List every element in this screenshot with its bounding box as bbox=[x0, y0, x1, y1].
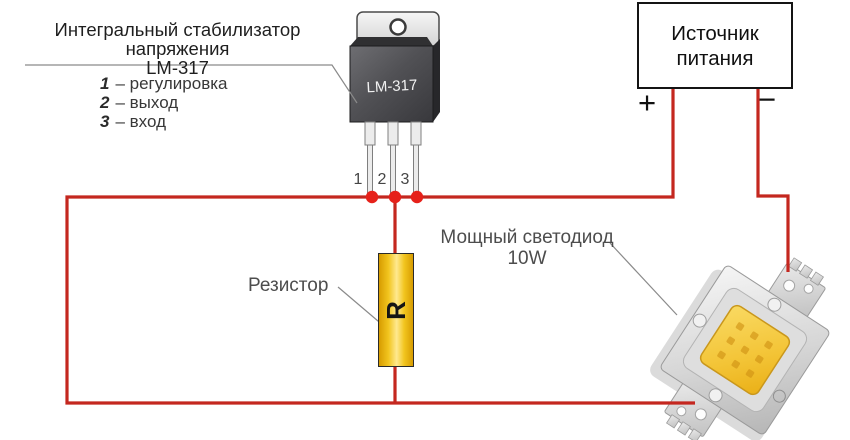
lm317-body-side-face bbox=[433, 39, 440, 122]
leader-lines bbox=[25, 64, 678, 328]
mounting-hole-icon bbox=[692, 313, 707, 328]
lm317-chip-label: LM-317 bbox=[366, 77, 418, 97]
lm317-legs bbox=[364, 121, 422, 199]
pin-number-1: 1 bbox=[354, 171, 363, 188]
pin-legend: 1 – регулировка 2– выход 3– вход bbox=[100, 74, 228, 132]
legend-num-2: 2 bbox=[100, 92, 110, 112]
title-line-1: Интегральный стабилизатор напряжения bbox=[54, 19, 301, 59]
led-terminal-negative bbox=[664, 382, 723, 440]
leader-led bbox=[609, 242, 678, 316]
legend-label-2: – выход bbox=[115, 92, 179, 112]
led-terminal-positive bbox=[767, 257, 826, 318]
power-supply-line-1: Источник bbox=[671, 21, 759, 45]
power-supply-box: Источник питания bbox=[637, 2, 793, 89]
resistor-label: Резистор bbox=[248, 275, 329, 296]
wire-negative bbox=[756, 89, 790, 272]
wing-hole-icon bbox=[694, 408, 707, 421]
legend-label-1: – регулировка bbox=[115, 74, 228, 93]
led-label-line-2: 10W bbox=[507, 248, 547, 269]
wing-hole-icon bbox=[676, 406, 687, 417]
resistor-symbol: R bbox=[380, 300, 411, 320]
legend-num-1: 1 bbox=[100, 74, 110, 93]
leader-resistor bbox=[337, 286, 386, 328]
minus-terminal-label: − bbox=[757, 82, 777, 117]
plus-terminal-label: + bbox=[637, 85, 657, 120]
lm317-body bbox=[349, 45, 434, 123]
lm317-tab-hole-icon bbox=[389, 18, 407, 36]
legend-label-3: – вход bbox=[115, 111, 166, 131]
mounting-hole-icon bbox=[767, 297, 782, 312]
legend-num-3: 3 bbox=[100, 111, 110, 131]
resistor-component: R bbox=[378, 253, 414, 367]
legend-row-3: 3– вход bbox=[100, 111, 228, 132]
lm317-body-top-face bbox=[350, 37, 433, 46]
junction-dot-pin2 bbox=[388, 190, 402, 204]
polarity-stamp-icon bbox=[772, 389, 786, 403]
mounting-hole-icon bbox=[708, 388, 723, 403]
wing-hole-icon bbox=[783, 279, 796, 292]
led-label: Мощный светодиод 10W bbox=[438, 227, 616, 269]
led-module bbox=[650, 257, 830, 440]
wing-hole-icon bbox=[803, 283, 814, 294]
leader-title-to-chip bbox=[25, 64, 358, 104]
junction-dot-pin1 bbox=[365, 190, 379, 204]
junction-dots bbox=[365, 190, 424, 204]
led-chips bbox=[717, 322, 773, 378]
legend-row-1: 1 – регулировка bbox=[100, 74, 228, 94]
lm317-package: LM-317 1 2 3 bbox=[349, 11, 440, 199]
legend-row-2: 2– выход bbox=[100, 92, 228, 113]
power-supply-line-2: питания bbox=[676, 46, 754, 70]
pin-number-3: 3 bbox=[401, 171, 410, 188]
pin-number-2: 2 bbox=[378, 171, 387, 188]
led-label-line-1: Мощный светодиод bbox=[440, 227, 614, 248]
junction-dot-pin3 bbox=[410, 190, 424, 204]
diagram-title: Интегральный стабилизатор напряжения LM-… bbox=[5, 20, 350, 77]
title-line-2: LM-317 bbox=[146, 57, 209, 78]
wire-positive-loop bbox=[65, 89, 695, 405]
